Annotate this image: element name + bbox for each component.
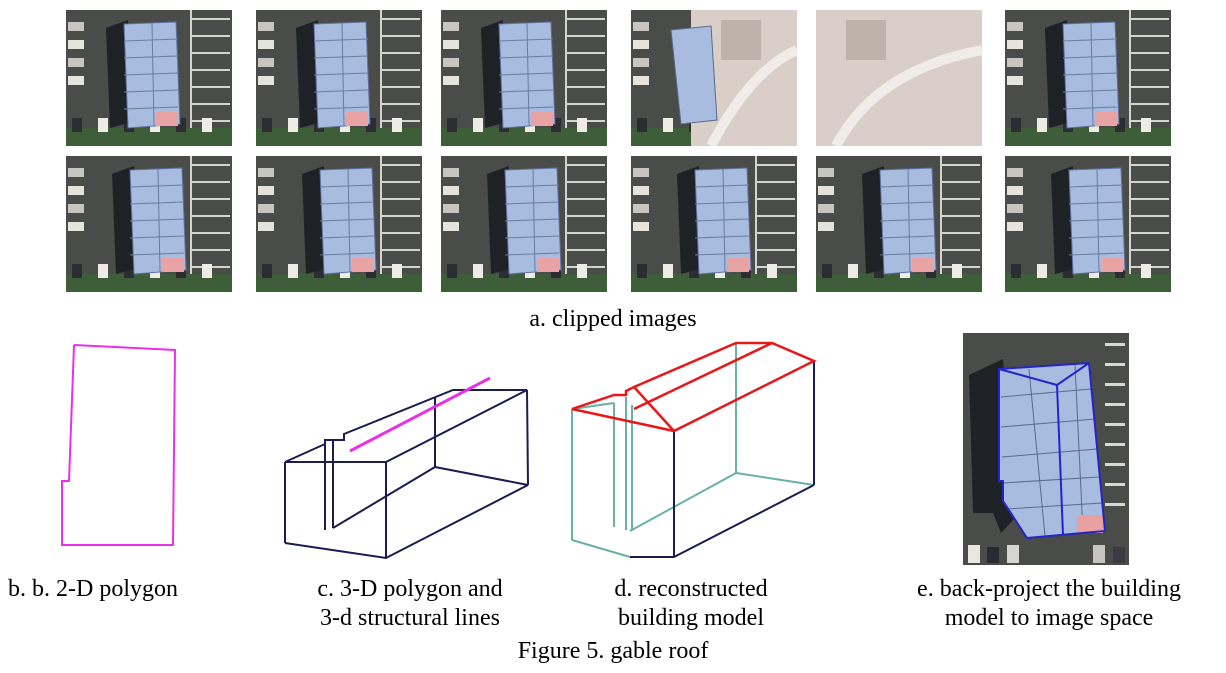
caption-a: a. clipped images [529,306,697,332]
clipped-image-11 [816,156,982,292]
caption-c: c. 3-D polygon and 3-d structural lines [275,575,545,633]
clipped-image-1 [66,10,232,146]
caption-d-line1: d. reconstructed [614,576,768,602]
caption-c-line2: 3-d structural lines [320,605,500,631]
edge-hidden [571,402,615,410]
clipped-image-9 [441,156,607,292]
clipped-image-12 [1005,156,1171,292]
clipped-image-6 [1005,10,1171,146]
caption-e: e. back-project the building model to im… [872,575,1226,633]
clipped-image-5 [816,10,982,146]
bottom-outline [284,484,529,560]
roof-ridge [633,341,773,411]
building-roof [999,363,1105,538]
caption-c-line1: c. 3-D polygon and [317,576,503,602]
cars [968,545,1125,563]
edge-hidden [571,539,631,558]
bottom-front [630,484,815,558]
clipped-image-4 [631,10,797,146]
edge-vertical [526,389,529,486]
edge-hidden [629,472,737,532]
panel-c-3d-polygon [284,376,529,560]
clipped-image-10 [631,156,797,292]
clipped-image-7 [66,156,232,292]
clipped-image-2 [256,10,422,146]
top-outline [284,389,528,463]
edge-bottom-hidden [434,466,529,486]
panel-b-2d-polygon [61,344,177,546]
caption-d-line2: building model [618,605,764,631]
edge-bottom-hidden [332,466,436,529]
clipped-image-8 [256,156,422,292]
clipped-image-3 [441,10,607,146]
caption-b: b. b. 2-D polygon [8,576,178,602]
caption-e-line2: model to image space [944,605,1154,631]
structural-ridge-line [349,376,491,453]
panel-e-backprojection-image [963,333,1129,565]
roof-red-patch [1077,515,1103,533]
roof-grid [1000,364,1103,537]
roof-ridge [633,386,675,432]
caption-d: d. reconstructed building model [566,575,816,633]
polygon-2d-outline [61,344,177,546]
roof-outline [571,341,817,433]
parking-marks [1105,343,1125,506]
edge-hidden [735,472,815,486]
figure-caption: Figure 5. gable roof [517,638,709,664]
panel-d-building-model [571,341,817,558]
caption-e-line1: e. back-project the building [917,576,1181,602]
projected-model-outline [998,361,1107,540]
